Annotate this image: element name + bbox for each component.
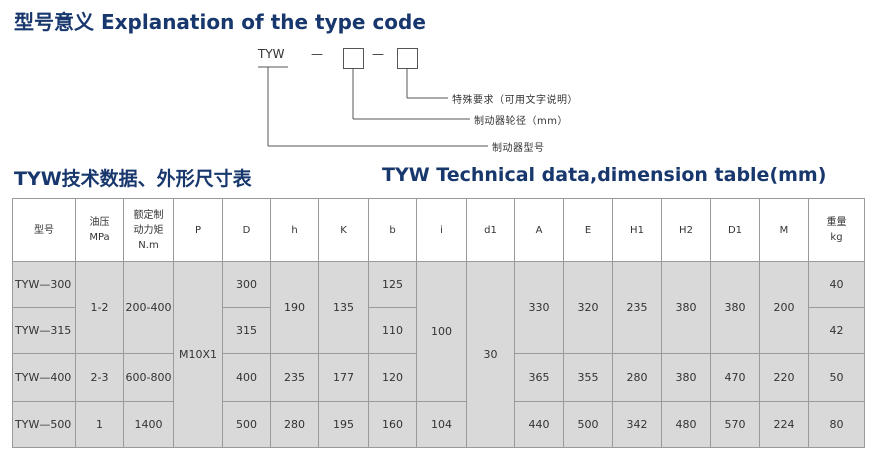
cell-b: 110	[368, 307, 417, 354]
cell-d1-upper: 570	[710, 401, 760, 448]
cell-d: 500	[222, 401, 271, 448]
legend-special-requirement: 特殊要求（可用文字说明）	[452, 95, 578, 106]
cell-weight: 50	[808, 353, 865, 402]
header-model: 型号	[12, 198, 76, 262]
header-m: M	[759, 198, 809, 262]
cell-i: 100	[416, 261, 467, 402]
cell-a: 330	[514, 261, 564, 354]
cell-m: 220	[759, 353, 809, 402]
cell-h2: 480	[661, 401, 711, 448]
header-b: b	[368, 198, 417, 262]
cell-weight: 80	[808, 401, 865, 448]
table-row: TYW—300 1-2 200-400 M10X1 300 190 135 12…	[12, 261, 865, 448]
header-k: K	[318, 198, 369, 262]
header-d1: d1	[466, 198, 515, 262]
type-code-dash-1: —	[311, 47, 323, 61]
table-title-en: TYW Technical data,dimension table(mm)	[382, 164, 827, 186]
cell-i: 104	[416, 401, 467, 448]
cell-p: M10X1	[173, 261, 223, 448]
header-torque: 额定制 动力矩 N.m	[123, 198, 174, 262]
header-oil-pressure: 油压 MPa	[75, 198, 124, 262]
header-h: h	[270, 198, 319, 262]
table-row: TYW—500 1 1400 500 280 195 160 104 440 5…	[12, 401, 865, 448]
legend-brake-model: 制动器型号	[492, 143, 545, 154]
cell-h: 235	[270, 353, 319, 402]
cell-h1: 342	[612, 401, 662, 448]
cell-oil-pressure: 2-3	[75, 353, 124, 402]
type-code-leader-lines	[258, 66, 488, 147]
cell-oil-pressure: 1	[75, 401, 124, 448]
cell-model: TYW—315	[12, 307, 76, 354]
cell-d: 315	[222, 307, 271, 354]
table-row: TYW—400 2-3 600-800 400 235 177 120 365 …	[12, 353, 865, 402]
type-code-prefix: TYW	[258, 47, 285, 61]
cell-torque: 600-800	[123, 353, 174, 402]
type-code-dash-2: —	[372, 47, 384, 61]
cell-model: TYW—500	[12, 401, 76, 448]
cell-k: 195	[318, 401, 369, 448]
cell-d1: 30	[466, 261, 515, 448]
cell-d1-upper: 380	[710, 261, 760, 354]
cell-b: 120	[368, 353, 417, 402]
cell-h1: 280	[612, 353, 662, 402]
cell-d1-upper: 470	[710, 353, 760, 402]
header-h2: H2	[661, 198, 711, 262]
cell-weight: 40	[808, 261, 865, 308]
cell-b: 160	[368, 401, 417, 448]
cell-k: 135	[318, 261, 369, 354]
cell-k: 177	[318, 353, 369, 402]
spec-table: 型号 油压 MPa 额定制 动力矩 N.m P D h K b i d1 A E…	[12, 198, 865, 448]
header-e: E	[563, 198, 613, 262]
header-d1-upper: D1	[710, 198, 760, 262]
cell-model: TYW—400	[12, 353, 76, 402]
cell-a: 365	[514, 353, 564, 402]
cell-d: 400	[222, 353, 271, 402]
page-title: 型号意义 Explanation of the type code	[14, 10, 426, 34]
cell-d: 300	[222, 261, 271, 308]
cell-m: 224	[759, 401, 809, 448]
table-header-row: 型号 油压 MPa 额定制 动力矩 N.m P D h K b i d1 A E…	[12, 198, 865, 262]
header-d: D	[222, 198, 271, 262]
legend-wheel-diameter: 制动器轮径（mm）	[474, 116, 568, 127]
cell-h1: 235	[612, 261, 662, 354]
cell-e: 355	[563, 353, 613, 402]
cell-b: 125	[368, 261, 417, 308]
type-code-box-2	[397, 48, 418, 69]
cell-a: 440	[514, 401, 564, 448]
cell-h: 280	[270, 401, 319, 448]
type-code-box-1	[343, 48, 364, 69]
header-weight: 重量 kg	[808, 198, 865, 262]
cell-e: 320	[563, 261, 613, 354]
cell-oil-pressure: 1-2	[75, 261, 124, 354]
cell-torque: 1400	[123, 401, 174, 448]
table-title-cn: TYW技术数据、外形尺寸表	[14, 168, 252, 190]
cell-h2: 380	[661, 261, 711, 354]
header-a: A	[514, 198, 564, 262]
cell-m: 200	[759, 261, 809, 354]
cell-model: TYW—300	[12, 261, 76, 308]
header-h1: H1	[612, 198, 662, 262]
header-p: P	[173, 198, 223, 262]
cell-h: 190	[270, 261, 319, 354]
header-i: i	[416, 198, 467, 262]
cell-torque: 200-400	[123, 261, 174, 354]
table-row: TYW—315 315 110 42	[12, 307, 865, 354]
cell-weight: 42	[808, 307, 865, 354]
cell-e: 500	[563, 401, 613, 448]
cell-h2: 380	[661, 353, 711, 402]
